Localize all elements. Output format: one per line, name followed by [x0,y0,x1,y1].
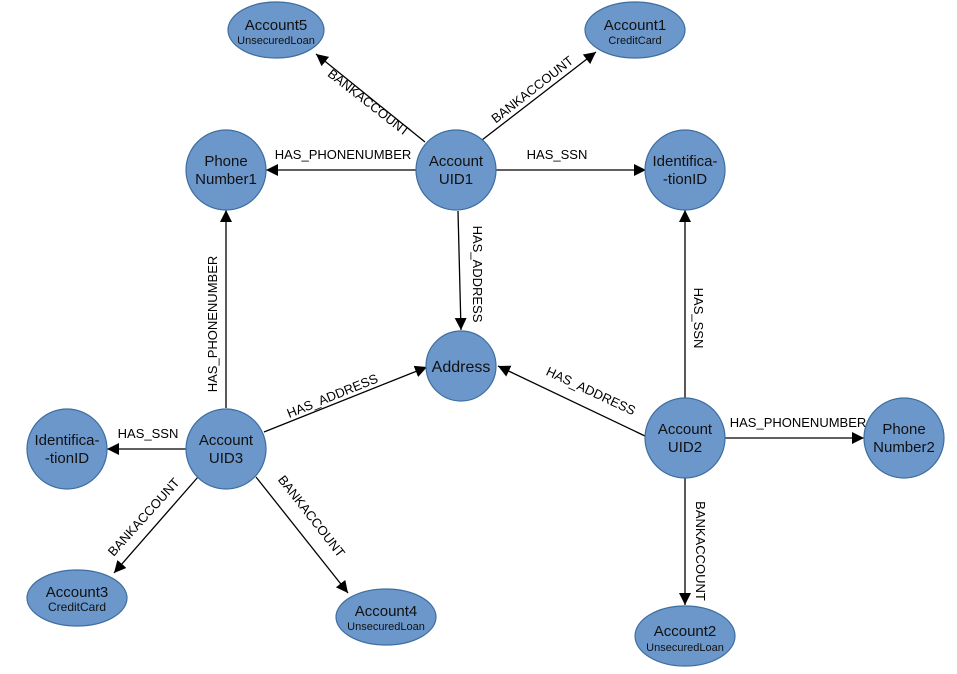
node-account1-shape [584,1,686,59]
node-account1-subtitle: CreditCard [608,35,661,47]
node-uid2-shape [644,397,726,479]
edge-label-uid3-account3: BANKACCOUNT [105,475,183,559]
edge-uid1-address [454,210,467,331]
edge-uid3-account3 [113,476,199,574]
edge-label-uid1-account5: BANKACCOUNT [325,66,413,139]
node-account3-title: Account3 [46,584,109,601]
node-account5: Account5 UnsecuredLoan [227,1,325,59]
node-account4-shape [335,588,437,646]
node-ident1-shape [644,129,726,211]
node-address: Address [425,330,497,402]
node-uid3: Account UID3 [185,408,267,490]
edge-label-uid1-account1: BANKACCOUNT [488,53,576,126]
node-uid1-shape [415,129,497,211]
node-account4: Account4 UnsecuredLoan [335,588,437,646]
node-phone1-shape [185,129,267,211]
node-ident1-line2: -tionID [663,171,707,188]
node-account1-title: Account1 [604,17,667,34]
edge-uid3-account4 [255,476,349,594]
node-account3-shape [26,569,128,627]
node-phone2-shape [863,397,945,479]
node-account3: Account3 CreditCard [26,569,128,627]
node-phone2-line1: Phone [882,421,925,438]
node-address-label: Address [432,359,491,376]
node-uid1: Account UID1 [415,129,497,211]
node-account3-subtitle: CreditCard [48,600,106,614]
node-uid1-line2: UID1 [439,171,473,188]
node-uid2: Account UID2 [644,397,726,479]
edge-label-uid2-phone2: HAS_PHONENUMBER [730,415,867,430]
edge-label-uid1-ident1: HAS_SSN [527,147,588,162]
edge-label-uid3-address: HAS_ADDRESS [285,371,381,421]
node-account5-shape [227,1,325,59]
node-phone1: Phone Number1 [185,129,267,211]
node-phone2-line2: Number2 [873,439,935,456]
edge-label-uid2-ident1: HAS_SSN [691,288,706,349]
node-ident3-shape [26,408,108,490]
edge-uid3-address [263,365,428,433]
node-ident3-line2: -tionID [45,450,89,467]
node-address-shape [425,330,497,402]
node-ident1: Identifica- -tionID [644,129,726,211]
node-phone1-line1: Phone [204,153,247,170]
node-uid3-line2: UID3 [209,450,243,467]
edge-label-uid1-phone1: HAS_PHONENUMBER [275,147,412,162]
node-uid2-line1: Account [658,421,713,438]
nodes: Account5 UnsecuredLoan Account1 CreditCa… [26,1,945,667]
node-ident1-line1: Identifica- [652,153,717,170]
node-uid1-line1: Account [429,153,484,170]
edge-label-uid2-account2: BANKACCOUNT [693,501,708,601]
node-ident3-line1: Identifica- [34,432,99,449]
edge-label-uid3-phone1: HAS_PHONENUMBER [205,256,220,393]
edge-uid1-account1 [481,51,597,141]
node-uid3-shape [185,408,267,490]
node-account2-shape [634,605,736,667]
node-uid2-line2: UID2 [668,439,702,456]
node-account4-subtitle: UnsecuredLoan [347,621,425,633]
edges [107,51,864,605]
node-account5-subtitle: UnsecuredLoan [237,35,315,47]
edge-label-uid3-ident3: HAS_SSN [118,426,179,441]
node-phone2: Phone Number2 [863,397,945,479]
node-account4-title: Account4 [355,603,418,620]
node-uid3-line1: Account [199,432,254,449]
node-phone1-line2: Number1 [195,171,257,188]
node-account1: Account1 CreditCard [584,1,686,59]
node-account2-title: Account2 [654,623,717,640]
node-ident3: Identifica- -tionID [26,408,108,490]
node-account5-title: Account5 [245,17,308,34]
edge-uid1-account5 [315,53,426,143]
node-account2: Account2 UnsecuredLoan [634,605,736,667]
edge-label-uid1-address: HAS_ADDRESS [470,226,485,323]
edge-uid2-address [497,365,646,437]
node-account2-subtitle: UnsecuredLoan [646,642,724,654]
